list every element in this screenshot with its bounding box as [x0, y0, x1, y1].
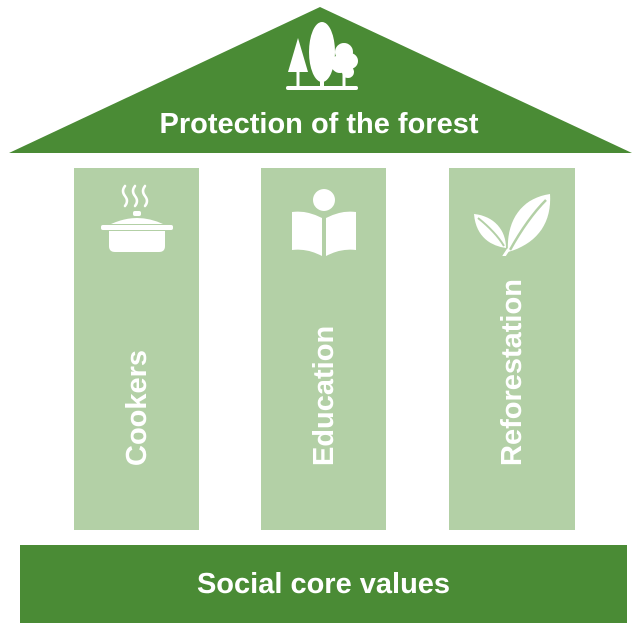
roof-title: Protection of the forest — [159, 108, 479, 140]
base-foundation: Social core values — [20, 545, 627, 623]
pillar-cookers: Cookers — [74, 168, 199, 530]
trees-icon — [286, 22, 358, 90]
pillar-label-reforestation: Reforestation — [496, 279, 528, 466]
pillar-label-cookers: Cookers — [120, 349, 153, 466]
pillar-reforestation: Reforestation — [449, 168, 575, 530]
pillar-label-education: Education — [307, 325, 340, 466]
reading-person-icon — [291, 189, 356, 256]
base-label: Social core values — [196, 567, 451, 600]
leaves-icon — [474, 194, 551, 256]
pillar-education: Education — [261, 168, 386, 530]
cooking-pot-icon — [100, 184, 173, 252]
